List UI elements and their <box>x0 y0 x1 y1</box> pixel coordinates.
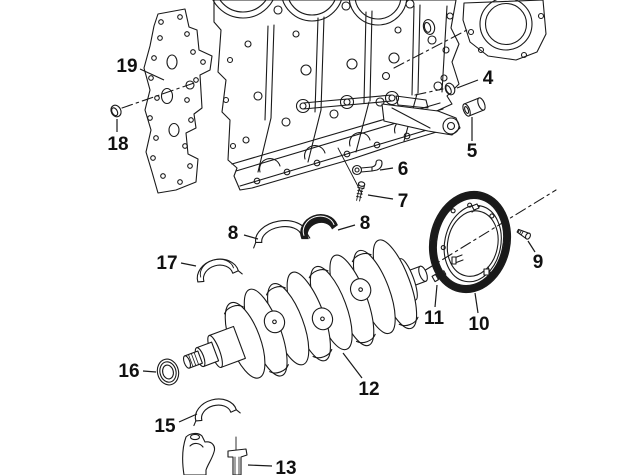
seal-housing-drawing <box>462 0 547 61</box>
screw-9-drawing <box>516 228 531 240</box>
crankshaft-drawing <box>182 239 428 379</box>
centerlines <box>121 29 557 283</box>
callout-5: 5 <box>467 141 478 162</box>
plug-4-drawing <box>444 82 456 96</box>
leader-line-15 <box>178 413 198 423</box>
bearing-8-lower-drawing <box>300 214 338 240</box>
end-plate-drawing <box>143 8 213 194</box>
callout-9: 9 <box>533 252 544 273</box>
callout-15: 15 <box>154 416 176 437</box>
callout-4: 4 <box>483 68 494 89</box>
callout-19: 19 <box>116 56 137 77</box>
callout-11: 11 <box>424 308 445 329</box>
leader-line-12 <box>342 352 363 379</box>
leader-line-10 <box>474 292 479 314</box>
engine-block-drawing <box>212 0 461 195</box>
leader-line-11 <box>434 284 438 308</box>
leader-line-13 <box>247 464 273 467</box>
leader-line-9 <box>527 240 536 253</box>
clip-6-drawing <box>351 159 383 176</box>
leader-line-17 <box>180 262 197 267</box>
callout-6: 6 <box>398 159 409 180</box>
callout-8: 8 <box>228 223 239 244</box>
leader-line-19 <box>139 68 165 81</box>
bolt-11-drawing <box>431 270 447 283</box>
callout-layer: 19 18 4 5 6 7 8 8 9 10 11 12 13 15 16 17 <box>107 56 543 475</box>
leader-line-8 <box>243 234 259 240</box>
bearing-17-drawing <box>196 258 243 283</box>
callout-10: 10 <box>468 314 489 335</box>
ring-gear-tabs <box>451 203 493 278</box>
callout-8: 8 <box>360 213 371 234</box>
callout-12: 12 <box>358 379 379 400</box>
leader-line-7 <box>367 194 394 200</box>
leader-line-8 <box>337 224 356 231</box>
cap-13-drawing <box>182 432 248 475</box>
callout-18: 18 <box>107 134 128 155</box>
bearing-15-drawing <box>193 398 241 427</box>
callout-17: 17 <box>156 253 177 274</box>
bolt-7-drawing <box>356 181 366 202</box>
leader-line-16 <box>142 370 157 373</box>
callout-13: 13 <box>275 458 296 475</box>
plug-18-drawing <box>110 104 122 118</box>
callout-16: 16 <box>118 361 139 382</box>
seal-16-drawing <box>156 358 180 386</box>
leader-line-4 <box>456 79 479 89</box>
bushing-5-drawing <box>462 97 486 117</box>
ring-gear-drawing <box>428 190 512 294</box>
leader-line-6 <box>379 167 394 171</box>
callout-7: 7 <box>398 191 409 212</box>
